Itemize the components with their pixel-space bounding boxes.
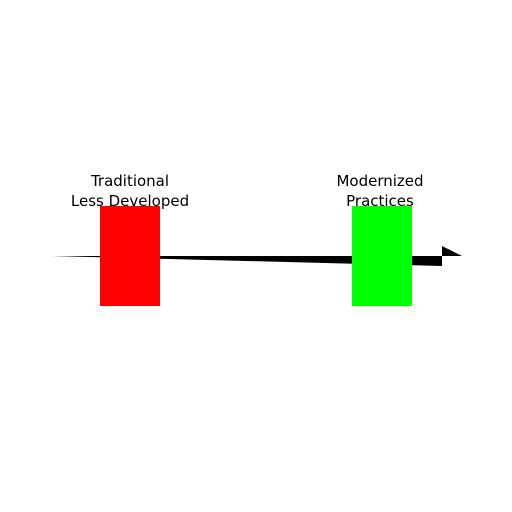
traditional-label-line2: Less Developed xyxy=(70,192,190,210)
modernized-block xyxy=(352,206,412,306)
modernized-label: Modernized Practices xyxy=(280,171,480,211)
traditional-label: Traditional Less Developed xyxy=(30,171,230,211)
modernized-label-line1: Modernized xyxy=(336,172,424,190)
traditional-block xyxy=(100,206,160,306)
progression-arrow-head xyxy=(442,246,462,256)
traditional-label-line1: Traditional xyxy=(90,172,170,190)
modernized-label-line2: Practices xyxy=(346,192,414,210)
